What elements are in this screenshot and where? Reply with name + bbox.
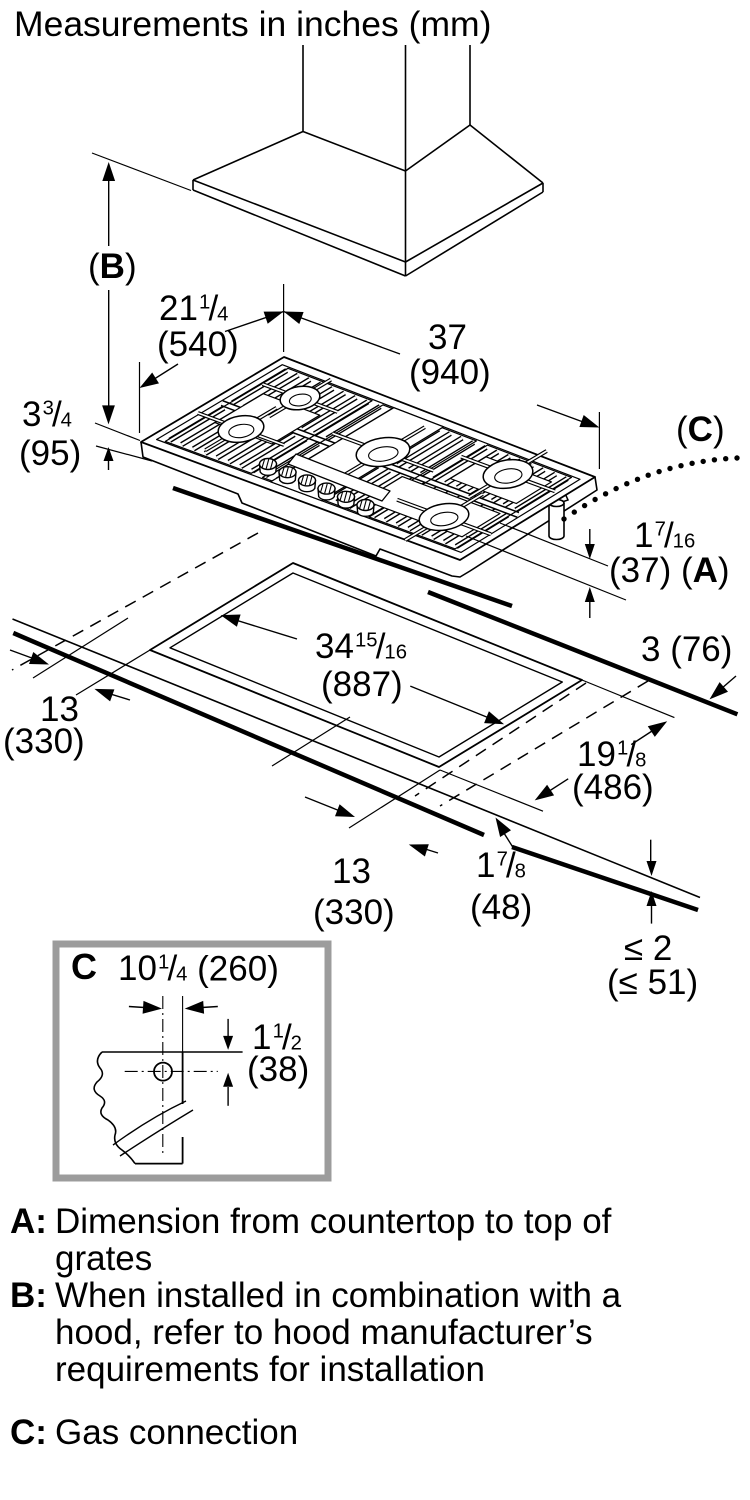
svg-text:13: 13 [40, 690, 79, 729]
svg-text:Dimension from countertop to t: Dimension from countertop to top of [55, 1202, 612, 1241]
svg-text:101/4 (260): 101/4 (260) [118, 949, 279, 989]
svg-text:(48): (48) [470, 888, 532, 927]
svg-text:Measurements in inches (mm): Measurements in inches (mm) [14, 4, 491, 44]
svg-text:When installed in combination: When installed in combination with a [55, 1276, 622, 1315]
svg-text:(330): (330) [3, 722, 85, 761]
svg-text:(38): (38) [247, 1050, 309, 1089]
svg-text:(887): (887) [321, 665, 403, 704]
svg-text:(37) (A): (37) (A) [609, 551, 730, 590]
svg-text:211/4: 211/4 [159, 289, 228, 328]
svg-text:Gas connection: Gas connection [55, 1413, 298, 1452]
svg-text:37: 37 [428, 318, 467, 357]
svg-text:(940): (940) [409, 353, 491, 392]
svg-text:grates: grates [55, 1239, 152, 1278]
svg-text:17/16: 17/16 [634, 516, 695, 555]
svg-text:A:: A: [10, 1202, 47, 1241]
svg-text:(95): (95) [19, 434, 81, 473]
svg-text:(486): (486) [572, 768, 654, 807]
svg-text:(330): (330) [313, 893, 395, 932]
svg-text:C:: C: [10, 1413, 47, 1452]
svg-text:requirements for installation: requirements for installation [55, 1350, 485, 1389]
svg-text:(≤ 51): (≤ 51) [607, 963, 698, 1002]
svg-text:(C): (C) [676, 410, 725, 449]
svg-text:3 (76): 3 (76) [641, 630, 732, 669]
svg-text:(B): (B) [88, 247, 137, 286]
svg-text:(540): (540) [157, 325, 239, 364]
svg-text:C: C [71, 946, 97, 987]
svg-text:≤ 2: ≤ 2 [624, 929, 672, 968]
svg-text:hood, refer to hood manufactur: hood, refer to hood manufacturer’s [55, 1313, 593, 1352]
svg-text:13: 13 [332, 852, 371, 891]
svg-text:191/8: 191/8 [577, 735, 646, 774]
svg-text:B:: B: [10, 1276, 47, 1315]
